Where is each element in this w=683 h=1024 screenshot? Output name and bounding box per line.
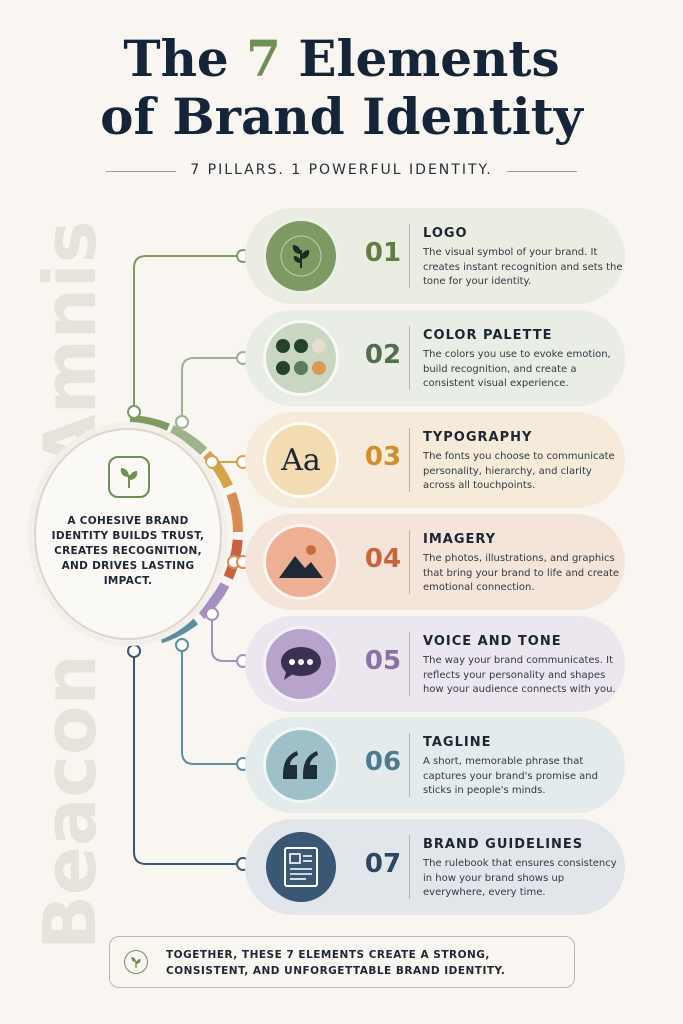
divider bbox=[409, 835, 410, 899]
divider bbox=[409, 733, 410, 797]
connector-node bbox=[175, 415, 189, 429]
divider bbox=[409, 428, 410, 492]
element-card-logo: 01 LOGO The visual symbol of your brand.… bbox=[245, 208, 625, 304]
subtitle-row: 7 PILLARS. 1 POWERFUL IDENTITY. bbox=[0, 158, 683, 186]
mountain-sun-icon bbox=[263, 524, 339, 600]
leaf-icon bbox=[108, 456, 150, 498]
element-title: VOICE AND TONE bbox=[423, 634, 562, 649]
title-line2: of Brand Identity bbox=[100, 87, 583, 146]
central-hub: A COHESIVE BRAND IDENTITY BUILDS TRUST, … bbox=[34, 428, 222, 640]
page-title: The 7 Elements of Brand Identity bbox=[0, 30, 683, 146]
element-description: The fonts you choose to communicate pers… bbox=[423, 451, 615, 491]
element-title: LOGO bbox=[423, 226, 468, 241]
subtitle: 7 PILLARS. 1 POWERFUL IDENTITY. bbox=[190, 162, 493, 178]
font-glyph-icon: Aa bbox=[263, 422, 339, 498]
element-card-brand-guidelines: 07 BRAND GUIDELINES The rulebook that en… bbox=[245, 819, 625, 915]
element-title: TYPOGRAPHY bbox=[423, 430, 533, 445]
element-number: 03 bbox=[364, 442, 402, 472]
connector-line bbox=[211, 614, 243, 662]
hub-statement: A COHESIVE BRAND IDENTITY BUILDS TRUST, … bbox=[51, 515, 205, 587]
element-title: COLOR PALETTE bbox=[423, 328, 553, 343]
divider bbox=[409, 530, 410, 594]
element-description: The photos, illustrations, and graphics … bbox=[423, 553, 620, 593]
element-title: BRAND GUIDELINES bbox=[423, 837, 584, 852]
connector-node bbox=[205, 455, 219, 469]
arc-segment bbox=[169, 425, 208, 456]
leaf-icon bbox=[263, 218, 339, 294]
element-number: 07 bbox=[364, 849, 402, 879]
subtitle-rule-right bbox=[507, 171, 577, 172]
connector-line bbox=[133, 255, 243, 412]
connector-line bbox=[181, 645, 243, 765]
quote-icon bbox=[263, 727, 339, 803]
arc-segment bbox=[197, 582, 230, 619]
element-title: TAGLINE bbox=[423, 735, 492, 750]
element-description: The way your brand communicates. It refl… bbox=[423, 655, 616, 695]
element-title: IMAGERY bbox=[423, 532, 497, 547]
leaf-icon bbox=[124, 950, 148, 974]
connector-node bbox=[127, 405, 141, 419]
divider bbox=[409, 326, 410, 390]
element-card-color-palette: 02 COLOR PALETTE The colors you use to e… bbox=[245, 310, 625, 406]
subtitle-rule-left bbox=[106, 171, 176, 172]
element-description: The rulebook that ensures consistency in… bbox=[423, 858, 617, 898]
arc-segment bbox=[202, 450, 233, 489]
connector-line bbox=[181, 357, 243, 422]
element-number: 06 bbox=[364, 747, 402, 777]
arc-segment bbox=[158, 616, 199, 644]
element-number: 01 bbox=[364, 238, 402, 268]
connector-node bbox=[127, 644, 141, 658]
divider bbox=[409, 224, 410, 288]
arc-segment bbox=[226, 491, 243, 533]
footer-banner: TOGETHER, THESE 7 ELEMENTS CREATE A STRO… bbox=[109, 936, 575, 988]
element-card-voice-and-tone: 05 VOICE AND TONE The way your brand com… bbox=[245, 616, 625, 712]
divider bbox=[409, 632, 410, 696]
font-glyph-text: Aa bbox=[281, 442, 321, 478]
title-line1-before: The bbox=[123, 29, 229, 88]
element-description: A short, memorable phrase that captures … bbox=[423, 756, 598, 796]
footer-text: TOGETHER, THESE 7 ELEMENTS CREATE A STRO… bbox=[166, 949, 506, 977]
element-description: The colors you use to evoke emotion, bui… bbox=[423, 349, 611, 389]
title-accent-number: 7 bbox=[246, 29, 281, 88]
connector-node bbox=[175, 638, 189, 652]
connector-line bbox=[133, 651, 243, 865]
element-card-tagline: 06 TAGLINE A short, memorable phrase tha… bbox=[245, 717, 625, 813]
arc-segment bbox=[129, 415, 170, 433]
element-number: 02 bbox=[364, 340, 402, 370]
element-card-typography: Aa 03 TYPOGRAPHY The fonts you choose to… bbox=[245, 412, 625, 508]
element-card-imagery: 04 IMAGERY The photos, illustrations, an… bbox=[245, 514, 625, 610]
speech-bubble-icon bbox=[263, 626, 339, 702]
palette-dots-icon bbox=[263, 320, 339, 396]
element-number: 04 bbox=[364, 544, 402, 574]
element-number: 05 bbox=[364, 646, 402, 676]
title-line1-after: Elements bbox=[298, 29, 560, 88]
element-description: The visual symbol of your brand. It crea… bbox=[423, 247, 623, 287]
document-icon bbox=[263, 829, 339, 905]
connector-node bbox=[205, 607, 219, 621]
